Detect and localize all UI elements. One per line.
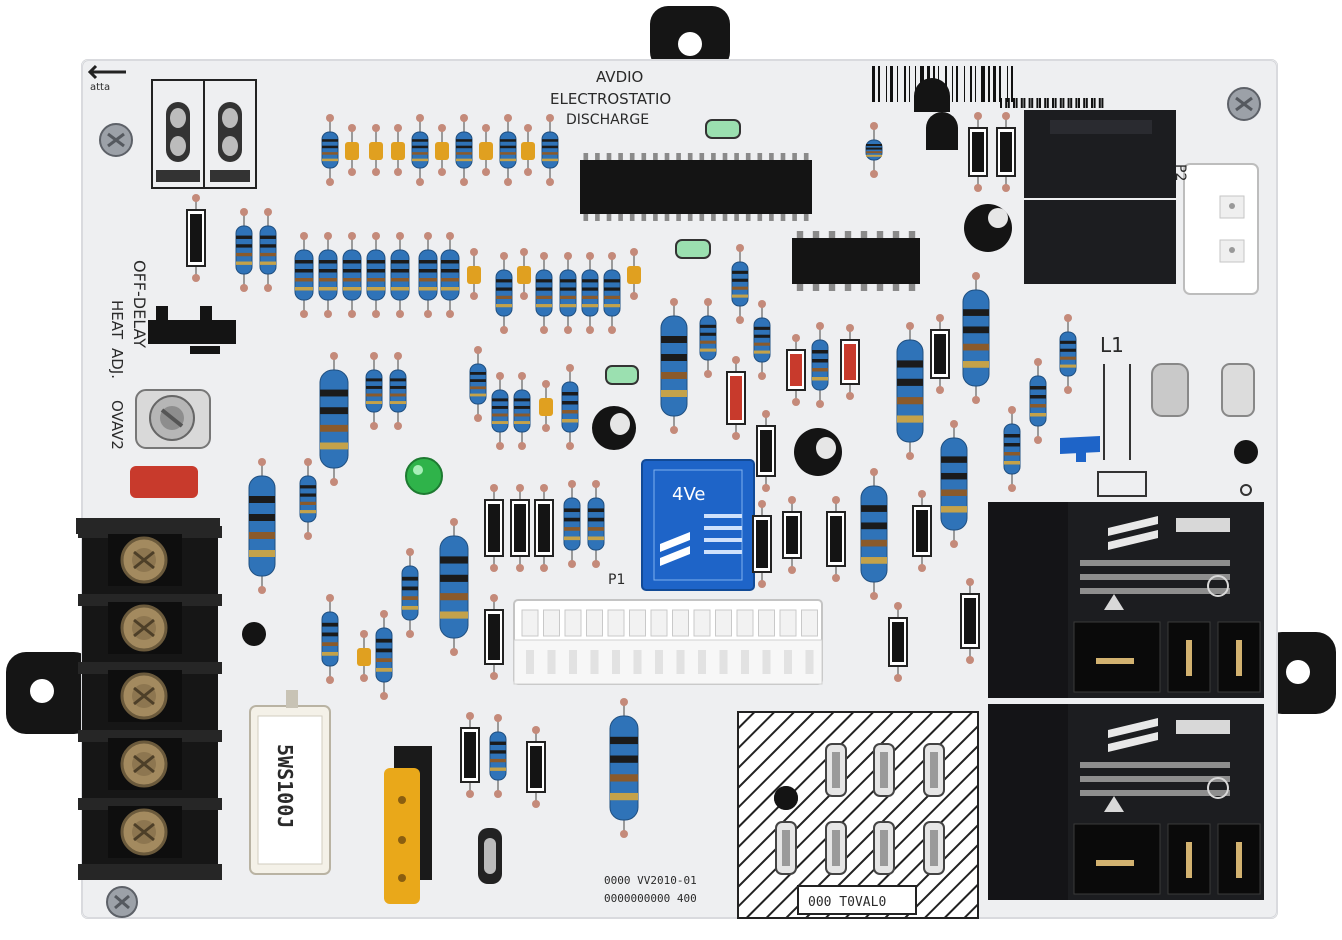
secondary-ic	[792, 231, 920, 291]
top-relays	[1024, 110, 1176, 284]
cement-resistor: 5WS100J	[249, 690, 331, 875]
jumper-switch	[148, 306, 236, 354]
transistors	[914, 78, 958, 150]
side-label-line-3: ADJ.	[108, 348, 126, 379]
test-points	[1151, 363, 1258, 496]
blue-relay-marking: 4Ve	[672, 484, 705, 505]
mounting-tabs	[6, 6, 1336, 734]
cement-resistor-marking: 5WS100J	[273, 744, 297, 828]
main-ic	[580, 153, 812, 221]
board-title-line-2: ELECTROSTATIO	[550, 90, 671, 108]
label-l1: L1	[1100, 333, 1124, 357]
blue-relay: 4Ve	[641, 459, 755, 591]
bottom-code-1: 0000 VV2010-01	[604, 874, 697, 887]
green-led	[405, 457, 443, 495]
fuse	[384, 746, 432, 904]
hatched-box-label: 000 T0VAL0	[808, 895, 886, 910]
power-relays	[988, 502, 1264, 900]
label-p1: P1	[608, 572, 625, 588]
terminal-block	[76, 518, 222, 880]
label-p2: P2	[1172, 164, 1188, 181]
leds	[405, 119, 741, 495]
side-label-line-4: OVAV2	[108, 400, 126, 450]
bottom-code-2: 0000000000 400	[604, 892, 697, 905]
red-capacitor	[130, 466, 198, 498]
passive-components	[186, 112, 1077, 838]
white-connector-top	[1183, 163, 1259, 295]
board-title-line-3: DISCHARGE	[566, 112, 649, 128]
switch-pads	[151, 79, 257, 189]
pin-header	[513, 599, 823, 685]
hatched-area: 000 T0VAL0	[737, 711, 979, 919]
board-title-line-1: AVDIO	[596, 68, 643, 86]
side-label-line-2: HEAT	[108, 300, 126, 340]
electrolytic-capacitors	[592, 204, 1012, 476]
screws	[99, 87, 1261, 918]
side-label: OFF-DELAY	[130, 260, 149, 348]
side-label-line-1: OFF-DELAY	[130, 260, 149, 348]
potentiometer	[135, 389, 211, 449]
svg-text:atta: atta	[90, 82, 110, 93]
